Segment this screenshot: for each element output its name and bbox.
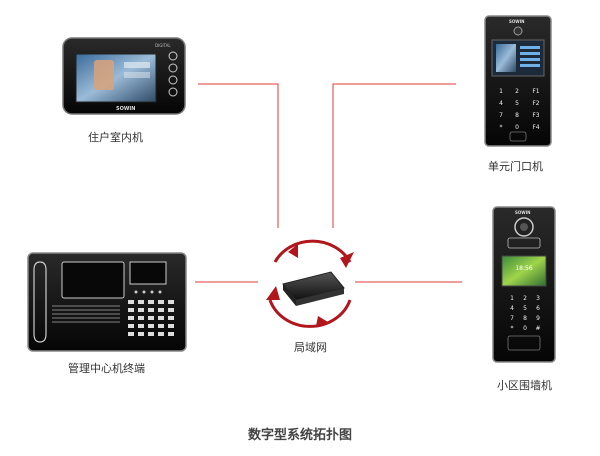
- diagram-caption: 数字型系统拓扑图: [247, 428, 352, 443]
- wall-key-0: 0: [523, 325, 527, 332]
- label-indoor-unit: 住户室内机: [88, 131, 143, 144]
- label-unit-door-station: 单元门口机: [488, 160, 543, 173]
- wall-key-3: 3: [536, 295, 540, 302]
- door-key-f3: F3: [532, 112, 539, 119]
- door-key-f1: F1: [532, 88, 539, 95]
- wall-key-star: *: [511, 325, 514, 332]
- line-unit-door-station: [332, 83, 456, 228]
- community-wall-station-device: SOWIN 18:56 1 2 3 4 5 6 7 8 9 * 0 #: [492, 206, 556, 363]
- indoor-unit-brand: SOWIN: [116, 106, 135, 112]
- door-key-7: 7: [499, 112, 503, 119]
- wall-key-2: 2: [523, 295, 527, 302]
- door-key-2: 2: [515, 88, 519, 95]
- wall-station-time: 18:56: [515, 265, 532, 272]
- door-key-4: 4: [499, 100, 503, 107]
- wall-key-8: 8: [523, 315, 527, 322]
- door-key-1: 1: [499, 88, 503, 95]
- management-center-device: [27, 252, 187, 352]
- wall-key-4: 4: [510, 305, 514, 312]
- wall-key-5: 5: [523, 305, 527, 312]
- wall-station-brand: SOWIN: [515, 210, 531, 215]
- wall-key-1: 1: [510, 295, 514, 302]
- line-indoor-unit: [198, 83, 279, 228]
- digital-mark: DIGITAL: [155, 43, 171, 48]
- wall-key-9: 9: [536, 315, 540, 322]
- indoor-unit-device: DIGITAL SOWIN: [62, 37, 186, 115]
- wall-key-6: 6: [536, 305, 540, 312]
- unit-door-station-device: SOWIN 1 2 F1 4 5 F2 7 8 F3 * 0 F4: [484, 15, 552, 147]
- connection-lines: [195, 83, 462, 283]
- door-key-f4: F4: [532, 124, 539, 131]
- door-key-0: 0: [515, 124, 519, 131]
- wall-key-7: 7: [510, 315, 514, 322]
- label-lan: 局域网: [294, 341, 327, 354]
- arrow-top: [273, 239, 352, 263]
- lan-switch: [266, 239, 354, 328]
- label-management-center: 管理中心机终端: [68, 362, 145, 375]
- door-station-brand: SOWIN: [509, 19, 525, 24]
- arrow-bottom: [268, 299, 352, 328]
- door-key-star: *: [500, 124, 503, 131]
- door-key-5: 5: [515, 100, 519, 107]
- door-key-8: 8: [515, 112, 519, 119]
- door-key-f2: F2: [532, 100, 539, 107]
- wall-key-hash: #: [535, 325, 540, 332]
- label-community-wall-station: 小区围墙机: [497, 379, 552, 392]
